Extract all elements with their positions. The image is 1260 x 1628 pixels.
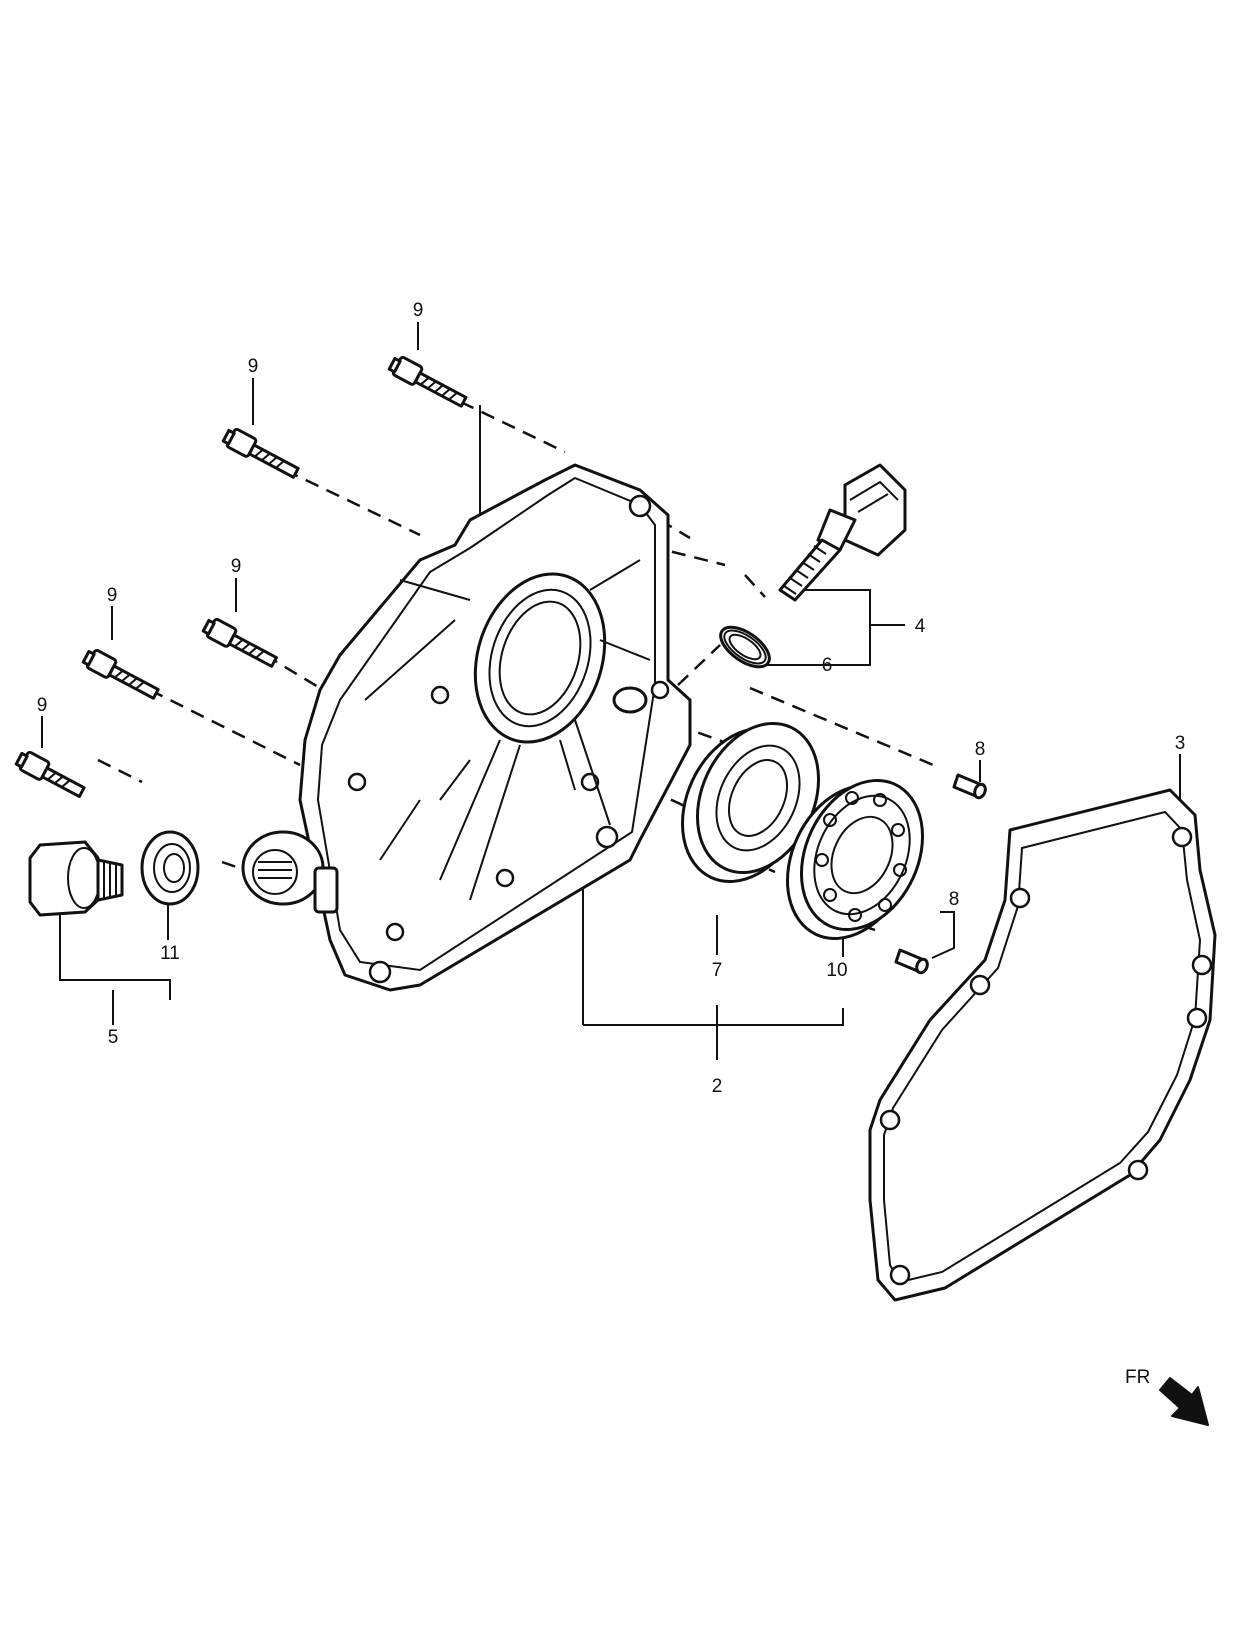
- callout-9: 9: [248, 356, 259, 377]
- bolt-9-d: [81, 648, 160, 700]
- oil-seal-7: [681, 721, 821, 884]
- gasket-3: [868, 788, 1217, 1302]
- callout-9: 9: [107, 585, 118, 606]
- callout-10: 10: [826, 960, 847, 981]
- bolt-9-b: [221, 427, 300, 479]
- callout-8: 8: [975, 739, 986, 760]
- oil-filler-cap-dipstick: [778, 463, 907, 602]
- o-ring-6: [719, 625, 771, 669]
- callout-3: 3: [1175, 733, 1186, 754]
- callout-4: 4: [915, 616, 926, 637]
- callout-9: 9: [37, 695, 48, 716]
- dowel-pin-8-b: [894, 948, 929, 975]
- dowel-pin-8-a: [952, 773, 987, 800]
- callout-11: 11: [160, 943, 180, 964]
- callout-9: 9: [413, 300, 424, 321]
- bolt-9-e: [14, 750, 86, 799]
- callout-9: 9: [231, 556, 242, 577]
- arrow-down-right-icon: [1159, 1377, 1209, 1426]
- callout-labels: 9 9 9 9 9 4 6 8 8 3 11 5 7 10 2: [37, 300, 1186, 1097]
- front-direction-label: FR: [1125, 1367, 1150, 1388]
- crankcase-cover: [241, 463, 692, 992]
- bolt-9-c: [201, 617, 278, 668]
- callout-2: 2: [712, 1076, 723, 1097]
- callout-7: 7: [712, 960, 723, 981]
- callout-5: 5: [108, 1027, 119, 1048]
- ball-bearing-10: [786, 778, 925, 941]
- callout-8: 8: [949, 889, 960, 910]
- drain-plug-5: [28, 840, 124, 917]
- bolt-9-a: [387, 355, 468, 408]
- callout-leaders: [41, 322, 1181, 1060]
- callout-6: 6: [822, 655, 833, 676]
- front-direction-indicator: FR: [1125, 1367, 1209, 1426]
- oil-seal-11: [140, 830, 200, 906]
